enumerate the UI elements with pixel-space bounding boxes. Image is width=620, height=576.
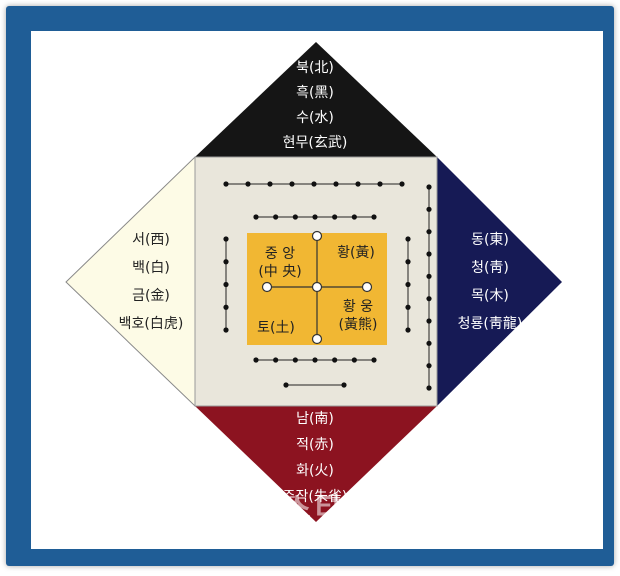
top-inner-bead [292, 214, 298, 220]
left-inner-bead [223, 236, 229, 242]
right-outer-bead [426, 251, 432, 257]
south-labels: 남(南) 적(赤) 화(火) 주작(朱雀) [255, 406, 375, 510]
top-outer-bead [223, 181, 229, 187]
bottom-inner-bead [292, 357, 298, 363]
watermark-text: NEWSTOWN [280, 536, 356, 549]
north-label-color: 흑(黑) [296, 85, 334, 101]
right-outer-bead [426, 184, 432, 190]
center-label-bear-hanja: (黃熊) [338, 317, 378, 333]
south-label-guardian: 주작(朱雀) [282, 489, 348, 505]
bead-lines [223, 181, 432, 391]
left-inner-bead [223, 327, 229, 333]
bottom-inner-bead [371, 357, 377, 363]
top-inner-bead [371, 214, 377, 220]
south-label-color: 적(赤) [296, 437, 334, 453]
top-inner-bead [312, 214, 318, 220]
east-label-direction: 동(東) [471, 232, 509, 248]
center-label-bottom-right: 황 웅 (黃熊) [328, 298, 388, 334]
cross-node-center [311, 281, 323, 293]
east-label-guardian: 청룡(靑龍) [457, 316, 523, 332]
right-inner-bead [405, 281, 411, 288]
east-labels: 동(東) 청(靑) 목(木) 청룡(靑龍) [430, 226, 550, 338]
top-inner-bead [351, 214, 357, 220]
right-inner-bead [405, 236, 411, 242]
right-inner-bead [405, 259, 411, 265]
left-inner-bead [223, 281, 229, 288]
north-labels: 북(北) 흑(黑) 수(水) 현무(玄武) [260, 56, 370, 156]
north-label-direction: 북(北) [296, 60, 334, 76]
west-label-direction: 서(西) [132, 232, 170, 248]
west-label-guardian: 백호(白虎) [118, 316, 184, 332]
bottom-inner-bead [253, 357, 259, 363]
west-label-color: 백(白) [132, 260, 170, 276]
east-label-color: 청(靑) [471, 260, 509, 276]
right-outer-bead [426, 296, 432, 302]
right-inner-bead [405, 327, 411, 333]
bottom-inner-bead [273, 357, 279, 363]
cross-node-bottom [311, 333, 323, 345]
bottom-short-bead [283, 382, 289, 388]
top-outer-bead [267, 181, 273, 187]
south-label-element: 화(火) [296, 463, 334, 479]
east-label-element: 목(木) [471, 288, 509, 304]
top-outer-bead [399, 181, 405, 187]
watermark-logo: 뉴스타운 [251, 492, 379, 527]
bottom-inner-bead [312, 357, 318, 363]
cross-node-left [261, 281, 273, 293]
right-outer-bead [426, 229, 432, 235]
right-outer-bead [426, 206, 432, 212]
left-inner-bead [223, 259, 229, 265]
south-red-region [195, 406, 437, 522]
right-outer-bead [426, 318, 432, 324]
top-outer-bead [289, 181, 295, 187]
center-label-yellow: 황(黃) [337, 245, 375, 261]
west-labels: 서(西) 백(白) 금(金) 백호(白虎) [96, 226, 206, 338]
center-label-middle: 중 앙 [264, 246, 296, 262]
right-outer-bead [426, 363, 432, 369]
center-label-earth: 토(土) [257, 320, 295, 336]
north-black-region [195, 42, 437, 157]
right-outer-bead [426, 385, 432, 391]
north-label-guardian: 현무(玄武) [282, 135, 348, 151]
cross-node-right [361, 281, 373, 293]
left-inner-bead [223, 304, 229, 310]
top-inner-bead [253, 214, 259, 220]
center-label-bear: 황 웅 [342, 299, 374, 315]
bottom-short-bead [341, 382, 347, 388]
top-outer-bead [311, 181, 317, 187]
east-blue-region [437, 157, 562, 406]
north-label-element: 수(水) [296, 110, 334, 126]
top-inner-bead [332, 214, 338, 220]
south-label-direction: 남(南) [296, 411, 334, 427]
top-outer-bead [355, 181, 361, 187]
right-outer-bead [426, 340, 432, 346]
center-label-middle-hanja: (中 央) [258, 264, 302, 280]
right-inner-bead [405, 304, 411, 310]
cross-node-top [311, 230, 323, 242]
top-inner-bead [273, 214, 279, 220]
west-label-element: 금(金) [132, 288, 170, 304]
bottom-inner-bead [332, 357, 338, 363]
bottom-inner-bead [351, 357, 357, 363]
top-outer-bead [377, 181, 383, 187]
top-outer-bead [245, 181, 251, 187]
right-outer-bead [426, 273, 432, 279]
top-outer-bead [333, 181, 339, 187]
center-label-top-left: 중 앙 (中 央) [250, 245, 310, 281]
